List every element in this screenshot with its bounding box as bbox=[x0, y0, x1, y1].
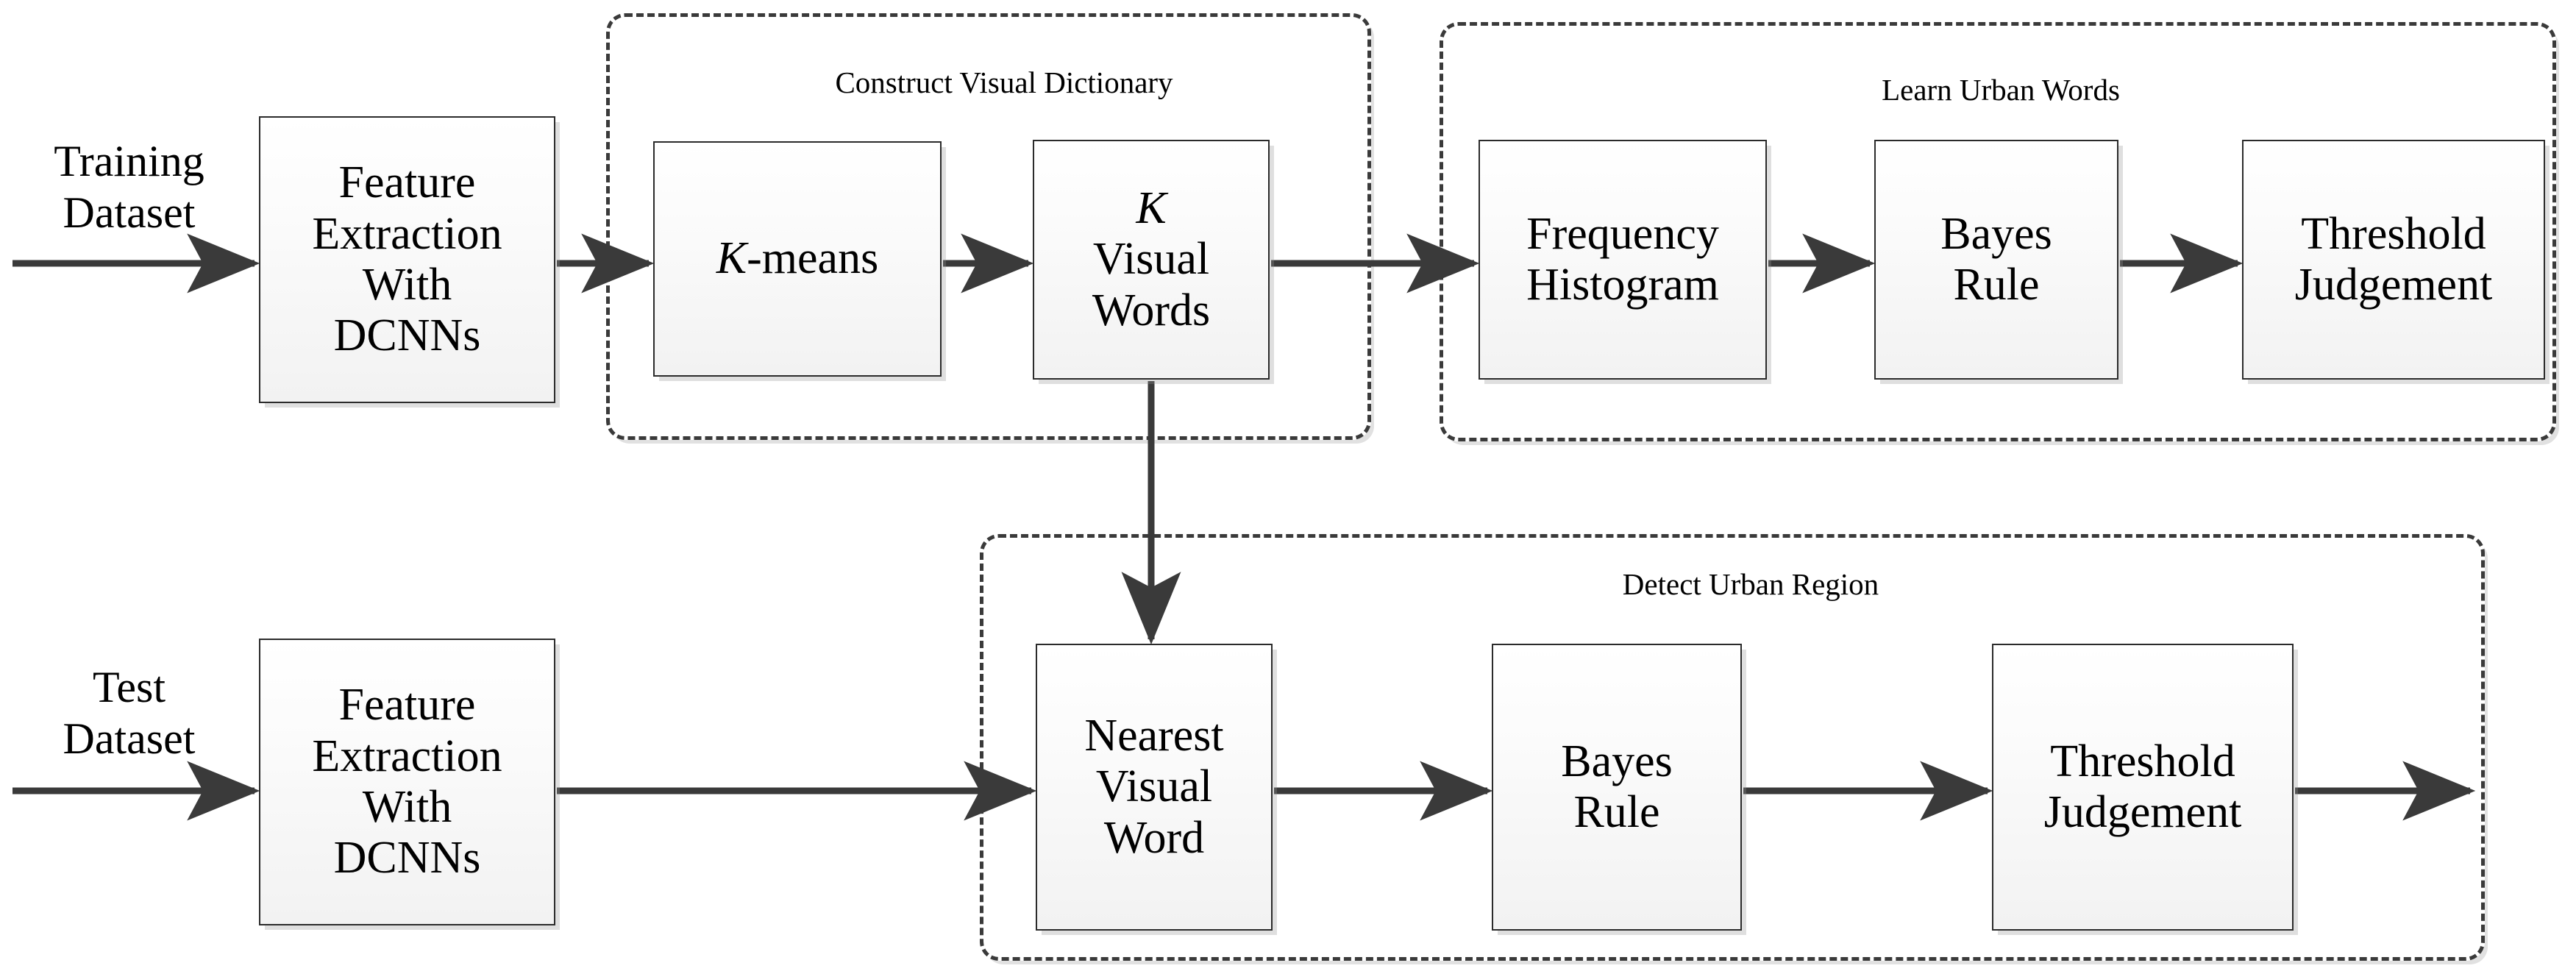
node-k-visual-words[interactable]: K Visual Words bbox=[1033, 140, 1270, 380]
node-label: Bayes Rule bbox=[1561, 736, 1673, 837]
node-label: Feature Extraction With DCNNs bbox=[312, 680, 502, 884]
node-feature-extraction-test[interactable]: Feature Extraction With DCNNs bbox=[259, 639, 555, 925]
label-training-dataset: Training Dataset bbox=[54, 137, 204, 237]
group-label-learn-urban-words: Learn Urban Words bbox=[1882, 73, 2120, 107]
node-bayes-rule-bottom[interactable]: Bayes Rule bbox=[1492, 644, 1742, 931]
node-label: Bayes Rule bbox=[1940, 208, 2052, 310]
node-label: K-means bbox=[659, 233, 936, 284]
group-construct-visual-dictionary bbox=[606, 13, 1371, 440]
node-bayes-rule-top[interactable]: Bayes Rule bbox=[1874, 140, 2118, 380]
node-feature-extraction-train[interactable]: Feature Extraction With DCNNs bbox=[259, 116, 555, 403]
node-label: Feature Extraction With DCNNs bbox=[312, 157, 502, 361]
node-label: Threshold Judgement bbox=[2043, 736, 2242, 837]
k-symbol: K bbox=[716, 233, 747, 284]
node-nearest-visual-word[interactable]: Nearest Visual Word bbox=[1036, 644, 1273, 931]
node-threshold-judgement-top[interactable]: Threshold Judgement bbox=[2242, 140, 2545, 380]
node-label: K Visual Words bbox=[1039, 183, 1264, 336]
node-label: Nearest Visual Word bbox=[1084, 710, 1224, 863]
k-symbol: K bbox=[1136, 182, 1167, 233]
k-means-suffix: -means bbox=[747, 233, 879, 284]
group-detect-urban-region bbox=[980, 534, 2485, 961]
node-threshold-judgement-bottom[interactable]: Threshold Judgement bbox=[1992, 644, 2294, 931]
node-label: Threshold Judgement bbox=[2294, 208, 2493, 310]
group-learn-urban-words bbox=[1440, 22, 2556, 441]
node-label: Frequency Histogram bbox=[1526, 208, 1719, 310]
node-k-means[interactable]: K-means bbox=[653, 141, 942, 377]
k-visual-words-suffix: Visual Words bbox=[1092, 234, 1211, 335]
group-label-detect-urban-region: Detect Urban Region bbox=[1622, 567, 1879, 601]
node-frequency-histogram[interactable]: Frequency Histogram bbox=[1479, 140, 1767, 380]
group-label-construct-visual-dictionary: Construct Visual Dictionary bbox=[835, 65, 1173, 99]
label-test-dataset: Test Dataset bbox=[63, 663, 196, 763]
